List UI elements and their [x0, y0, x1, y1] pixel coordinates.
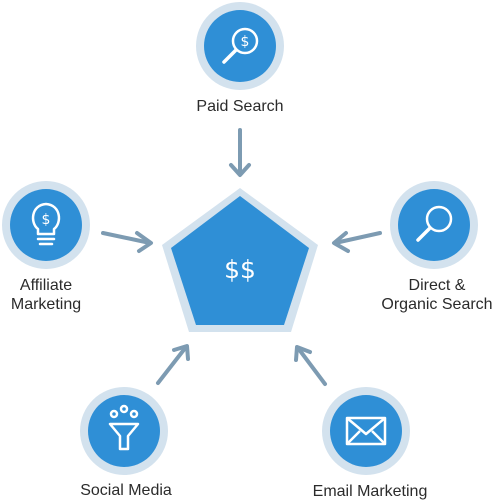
node-social-media [80, 387, 168, 475]
lightbulb-dollar-icon: $ [31, 202, 61, 246]
label-email-marketing: Email Marketing [312, 483, 428, 500]
revenue-label: $$ [224, 255, 256, 284]
arrow-social [156, 344, 190, 385]
node-email-marketing [322, 387, 410, 475]
label-affiliate-marketing: Affiliate Marketing [10, 277, 82, 313]
svg-text:$: $ [42, 212, 51, 228]
arrow-direct-organic [332, 231, 382, 253]
magnifier-dollar-icon: $ [222, 27, 259, 64]
label-direct-organic: Direct & Organic Search [381, 277, 493, 313]
funnel-icon [108, 404, 140, 451]
label-social-media: Social Media [80, 482, 172, 499]
svg-text:$: $ [241, 34, 250, 50]
envelope-icon [345, 416, 387, 446]
node-affiliate-marketing: $ [2, 181, 90, 269]
arrow-affiliate [101, 231, 153, 253]
arrow-paid-search [229, 128, 251, 177]
revenue-pentagon: $$ [162, 188, 318, 332]
label-paid-search: Paid Search [196, 98, 284, 115]
node-paid-search: $ [196, 2, 284, 90]
node-direct-organic [390, 181, 478, 269]
magnifier-icon [416, 205, 453, 242]
arrow-email [294, 345, 327, 386]
